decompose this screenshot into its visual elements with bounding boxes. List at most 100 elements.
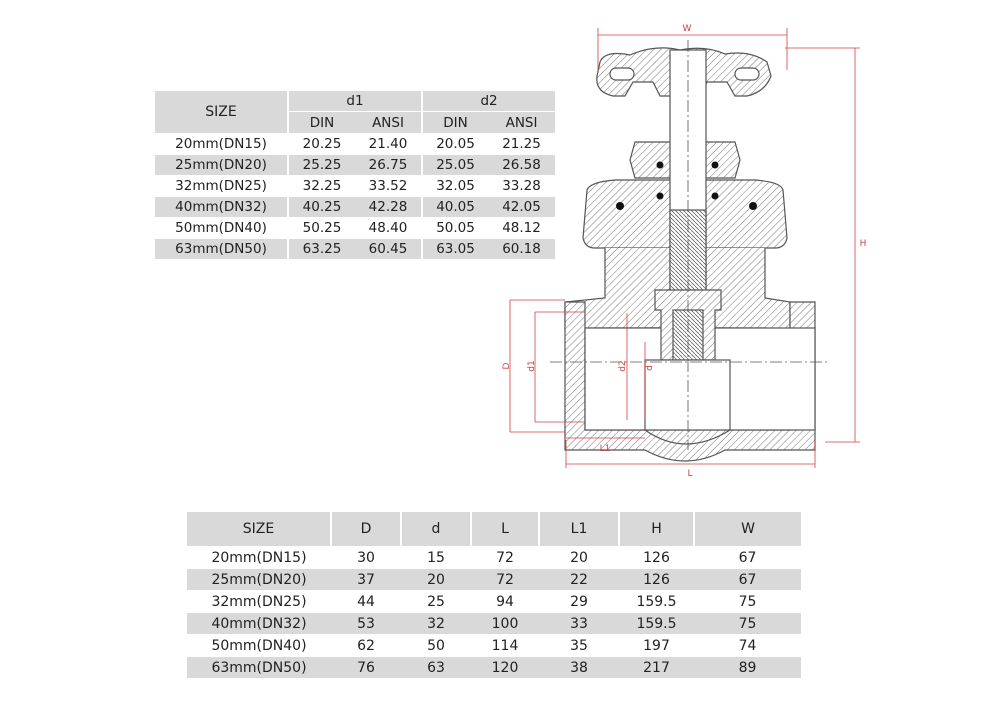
value-cell: 20.25 — [287, 133, 355, 155]
value-cell: 100 — [471, 612, 539, 635]
w-column-header: W — [693, 512, 801, 547]
d1-header: d1 — [286, 91, 423, 112]
value-cell: 89 — [694, 656, 801, 678]
dim-label-d: d — [645, 365, 655, 371]
value-cell: 38 — [539, 656, 619, 678]
size-cell: 63mm(DN50) — [187, 656, 331, 678]
value-cell: 30 — [331, 546, 401, 569]
size-cell: 20mm(DN15) — [155, 133, 288, 155]
value-cell: 33.28 — [488, 175, 556, 197]
value-cell: 25.25 — [287, 154, 355, 176]
d2-header: d2 — [421, 91, 556, 112]
value-cell: 32.05 — [421, 175, 489, 197]
d1-ansi-header: ANSI — [355, 111, 423, 134]
valve-outline — [564, 47, 816, 462]
size-cell: 40mm(DN32) — [155, 196, 288, 218]
d1-din-header: DIN — [287, 111, 355, 134]
value-cell: 44 — [331, 590, 401, 613]
gate-valve-cross-section-drawing: W H D d1 d2 d L1 L — [502, 24, 867, 479]
d1-d2-dimension-table: SIZE d1 d2 DIN ANSI DIN ANSI 20mm(DN15)2… — [155, 91, 556, 259]
value-cell: 26.58 — [488, 154, 556, 176]
value-cell: 50.05 — [421, 217, 489, 239]
value-cell: 21.25 — [488, 133, 556, 155]
value-cell: 48.40 — [355, 217, 423, 239]
dim-label-d2: d2 — [618, 360, 628, 371]
value-cell: 25 — [401, 590, 471, 613]
size-cell: 20mm(DN15) — [187, 546, 331, 569]
size-cell: 32mm(DN25) — [155, 175, 288, 197]
value-cell: 159.5 — [619, 612, 694, 635]
value-cell: 74 — [694, 634, 801, 657]
value-cell: 72 — [471, 568, 539, 591]
size-cell: 40mm(DN32) — [187, 612, 331, 635]
d-outer-column-header: D — [330, 512, 401, 547]
value-cell: 29 — [539, 590, 619, 613]
value-cell: 76 — [331, 656, 401, 678]
d2-din-header: DIN — [421, 111, 489, 134]
value-cell: 114 — [471, 634, 539, 657]
dim-label-w: W — [683, 24, 692, 34]
size-cell: 50mm(DN40) — [187, 634, 331, 657]
main-table-header-row: SIZE D d L L1 H W — [187, 512, 801, 547]
size-cell: 32mm(DN25) — [187, 590, 331, 613]
l-column-header: L — [470, 512, 539, 547]
dim-label-l1: L1 — [600, 444, 611, 454]
value-cell: 217 — [619, 656, 694, 678]
value-cell: 126 — [619, 568, 694, 591]
dim-label-l: L — [687, 469, 692, 479]
value-cell: 53 — [331, 612, 401, 635]
value-cell: 20 — [401, 568, 471, 591]
size-header: SIZE — [155, 91, 288, 134]
dim-label-d-outer: D — [502, 362, 512, 369]
size-cell: 50mm(DN40) — [155, 217, 288, 239]
value-cell: 48.12 — [488, 217, 556, 239]
value-cell: 35 — [539, 634, 619, 657]
l1-column-header: L1 — [538, 512, 619, 547]
h-column-header: H — [618, 512, 694, 547]
value-cell: 20.05 — [421, 133, 489, 155]
value-cell: 197 — [619, 634, 694, 657]
value-cell: 42.05 — [488, 196, 556, 218]
value-cell: 25.05 — [421, 154, 489, 176]
value-cell: 94 — [471, 590, 539, 613]
value-cell: 63.25 — [287, 238, 355, 259]
value-cell: 15 — [401, 546, 471, 569]
value-cell: 120 — [471, 656, 539, 678]
value-cell: 63.05 — [421, 238, 489, 259]
value-cell: 21.40 — [355, 133, 423, 155]
value-cell: 22 — [539, 568, 619, 591]
value-cell: 32.25 — [287, 175, 355, 197]
value-cell: 32 — [401, 612, 471, 635]
value-cell: 33.52 — [355, 175, 423, 197]
value-cell: 50.25 — [287, 217, 355, 239]
value-cell: 75 — [694, 590, 801, 613]
value-cell: 126 — [619, 546, 694, 569]
dim-label-h: H — [860, 239, 867, 249]
value-cell: 26.75 — [355, 154, 423, 176]
size-cell: 25mm(DN20) — [187, 568, 331, 591]
dim-label-d1: d1 — [527, 360, 537, 371]
value-cell: 67 — [694, 546, 801, 569]
value-cell: 60.45 — [355, 238, 423, 259]
o-ring-left — [616, 202, 624, 210]
value-cell: 42.28 — [355, 196, 423, 218]
value-cell: 40.25 — [287, 196, 355, 218]
value-cell: 40.05 — [421, 196, 489, 218]
o-ring-right — [749, 202, 757, 210]
size-cell: 25mm(DN20) — [155, 154, 288, 176]
value-cell: 62 — [331, 634, 401, 657]
